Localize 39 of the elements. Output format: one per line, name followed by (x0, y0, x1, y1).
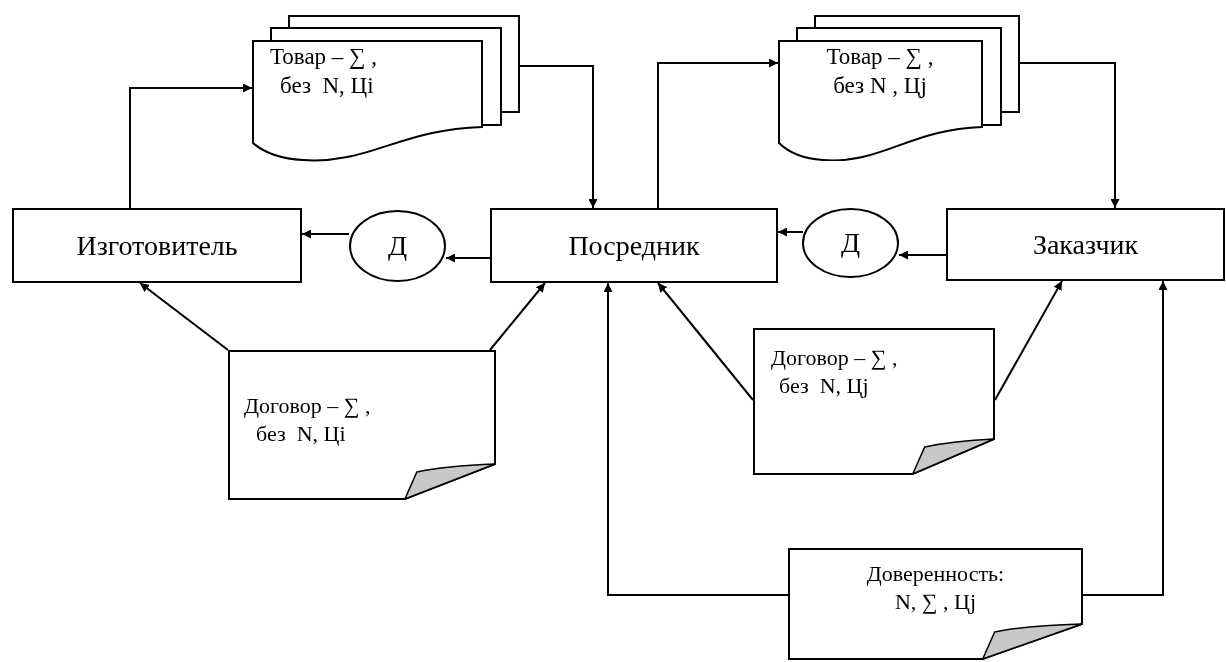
document-note (788, 548, 1083, 660)
arrow (777, 227, 804, 237)
node-label: Изготовитель (76, 228, 238, 263)
arrow (1082, 280, 1168, 596)
arrow (129, 83, 253, 209)
document-text: Договор – ∑ , (771, 344, 898, 372)
document-text: без N , Цj (833, 71, 927, 100)
document-stack (252, 15, 520, 163)
process-box (946, 208, 1225, 281)
node-label: Д (840, 226, 861, 260)
document-text: Доверенность: (866, 560, 1005, 588)
ellipse-node (802, 208, 899, 278)
document-text: Договор – ∑ , (244, 392, 371, 420)
arrow (489, 282, 546, 351)
document-note (753, 328, 995, 475)
node-label: Д (387, 229, 408, 263)
arrow (519, 65, 598, 209)
process-box (12, 208, 302, 283)
ellipse-node (349, 210, 446, 282)
arrow (657, 58, 779, 209)
document-text: N, ∑ , Цj (894, 587, 977, 615)
arrow (603, 282, 789, 596)
document-note (228, 350, 496, 500)
document-text: Товар – ∑ , (826, 43, 934, 71)
document-text: без N, Ці (280, 71, 374, 100)
arrow (301, 229, 350, 239)
arrow (994, 280, 1063, 401)
arrow (898, 250, 947, 260)
arrow (1019, 62, 1120, 209)
document-text: без N, Цj (779, 371, 869, 399)
document-stack (778, 15, 1020, 161)
node-label: Посредник (568, 228, 700, 263)
arrow (139, 282, 229, 351)
document-text: без N, Ці (256, 419, 346, 447)
arrow (657, 282, 754, 401)
document-text: Товар – ∑ , (270, 43, 377, 71)
node-label: Заказчик (1032, 227, 1139, 262)
process-box (490, 208, 778, 283)
arrow (445, 253, 491, 263)
